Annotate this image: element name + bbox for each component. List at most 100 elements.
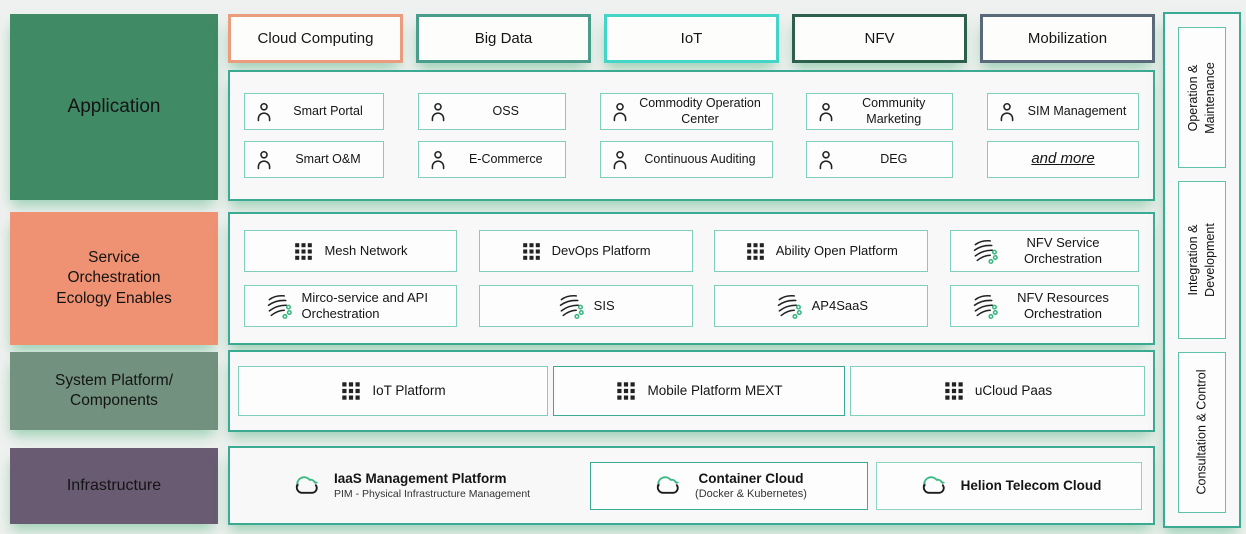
app-node-oss: OSS — [417, 93, 566, 130]
grid-icon — [521, 241, 542, 262]
infra-subtitle: (Docker & Kubernetes) — [695, 488, 807, 500]
node-label: AP4SaaS — [811, 297, 868, 313]
svc-node-nfv-service-orchestration: NFV Service Orchestration — [949, 230, 1139, 272]
svc-node-mesh-network: Mesh Network — [244, 230, 457, 272]
domain-tabs: Cloud Computing Big Data IoT NFV Mobiliz… — [228, 14, 1155, 63]
app-node-commodity-operation-center: Commodity Operation Center — [599, 93, 773, 130]
user-icon — [253, 149, 275, 171]
app-node-smart-oandm: Smart O&M — [244, 141, 384, 178]
layer-label-application: Application — [67, 96, 161, 118]
node-label: SIM Management — [1027, 103, 1127, 118]
user-icon — [815, 149, 837, 171]
app-node-continuous-auditing: Continuous Auditing — [599, 141, 773, 178]
user-icon — [253, 101, 275, 123]
grid-icon — [615, 380, 637, 402]
orchestration-icon — [775, 293, 802, 320]
app-node-e-commerce: E-Commerce — [417, 141, 566, 178]
tab-label: NFV — [864, 30, 895, 47]
app-node-smart-portal: Smart Portal — [244, 93, 384, 130]
node-label: NFV Service Orchestration — [1023, 234, 1102, 266]
side-panel-label: Consultation & Control — [1194, 369, 1209, 495]
orchestration-icon — [265, 293, 292, 320]
application-container: Smart Portal OSS Commodity Operation Cen… — [228, 70, 1155, 201]
svc-node-mirco-service-api-orchestration: Mirco-service and API Orchestration — [244, 285, 457, 327]
infrastructure-container: IaaS Management Platform PIM - Physical … — [228, 446, 1155, 525]
node-label: DevOps Platform — [551, 242, 651, 258]
infra-subtitle: PIM - Physical Infrastructure Management — [334, 488, 531, 500]
user-icon — [427, 101, 449, 123]
tab-iot[interactable]: IoT — [604, 14, 779, 63]
orchestration-icon — [971, 293, 998, 320]
user-icon — [427, 149, 449, 171]
infra-node-helion-telecom-cloud: Helion Telecom Cloud — [876, 461, 1142, 510]
app-node-sim-management: SIM Management — [987, 93, 1139, 130]
node-label: Mesh Network — [324, 242, 408, 258]
tab-mobilization[interactable]: Mobilization — [980, 14, 1155, 63]
grid-icon — [943, 380, 965, 402]
side-panel-label: Operation &Maintenance — [1186, 61, 1217, 134]
svc-node-devops-platform: DevOps Platform — [478, 230, 693, 272]
node-label: Community Marketing — [862, 95, 926, 126]
svc-node-nfv-resources-orchestration: NFV Resources Orchestration — [949, 285, 1139, 327]
infra-node-iaas-management-platform: IaaS Management Platform PIM - Physical … — [238, 470, 590, 502]
node-label: Smart O&M — [295, 151, 361, 166]
node-label: OSS — [492, 103, 519, 118]
tab-label: Big Data — [474, 30, 533, 47]
layer-block-system-platform: System Platform/Components — [10, 352, 218, 430]
user-icon — [609, 101, 631, 123]
side-panel: Operation &Maintenance Integration &Deve… — [1163, 12, 1241, 528]
orchestration-icon — [971, 238, 998, 265]
side-panel-item-operation-maintenance: Operation &Maintenance — [1178, 27, 1226, 169]
node-label: E-Commerce — [468, 151, 543, 166]
cloud-sync-icon — [917, 470, 949, 502]
grid-icon — [745, 241, 766, 262]
and-more-label: and more — [1031, 150, 1095, 168]
side-panel-label: Integration &Development — [1186, 223, 1217, 297]
user-icon — [996, 101, 1018, 123]
cloud-sync-icon — [290, 470, 322, 502]
tab-label: Cloud Computing — [257, 30, 374, 47]
infra-title: Helion Telecom Cloud — [960, 478, 1102, 493]
service-orchestration-container: Mesh Network DevOps Platform Ability Ope… — [228, 212, 1155, 345]
tab-cloud-computing[interactable]: Cloud Computing — [228, 14, 403, 63]
side-panel-item-integration-development: Integration &Development — [1178, 181, 1226, 339]
layer-block-infrastructure: Infrastructure — [10, 448, 218, 524]
tab-label: IoT — [680, 30, 703, 47]
cloud-sync-icon — [651, 470, 683, 502]
node-label: uCloud Paas — [974, 382, 1053, 398]
tab-label: Mobilization — [1027, 30, 1108, 47]
node-label: Ability Open Platform — [775, 242, 898, 258]
grid-icon — [293, 241, 314, 262]
layer-block-application: Application — [10, 14, 218, 200]
sys-node-mobile-platform-mext: Mobile Platform MEXT — [553, 366, 845, 416]
app-node-deg: DEG — [806, 141, 954, 178]
infra-node-container-cloud: Container Cloud (Docker & Kubernetes) — [590, 461, 868, 510]
node-label: Mirco-service and API Orchestration — [301, 289, 428, 321]
tab-big-data[interactable]: Big Data — [416, 14, 591, 63]
side-panel-item-consultation-control: Consultation & Control — [1178, 351, 1226, 513]
node-label: Smart Portal — [293, 103, 363, 118]
infra-title: Container Cloud — [698, 471, 804, 486]
node-label: Mobile Platform MEXT — [647, 382, 783, 398]
app-node-community-marketing: Community Marketing — [806, 93, 954, 130]
svc-node-sis: SIS — [478, 285, 693, 327]
node-label: Commodity Operation Center — [639, 95, 761, 126]
user-icon — [609, 149, 631, 171]
sys-node-iot-platform: IoT Platform — [238, 366, 548, 416]
svc-node-ap4saas: AP4SaaS — [714, 285, 929, 327]
layer-label-system-platform: System Platform/Components — [55, 371, 173, 409]
infra-title: IaaS Management Platform — [334, 471, 507, 486]
system-platform-container: IoT Platform Mobile Platform MEXT uCloud… — [228, 350, 1155, 432]
layer-label-infrastructure: Infrastructure — [66, 477, 162, 495]
tab-nfv[interactable]: NFV — [792, 14, 967, 63]
node-label: Continuous Auditing — [644, 151, 756, 166]
node-label: SIS — [593, 297, 615, 313]
sys-node-ucloud-paas: uCloud Paas — [850, 366, 1145, 416]
app-node-and-more: and more — [987, 141, 1139, 178]
orchestration-icon — [557, 293, 584, 320]
svc-node-ability-open-platform: Ability Open Platform — [714, 230, 929, 272]
grid-icon — [340, 380, 362, 402]
node-label: DEG — [880, 151, 908, 166]
